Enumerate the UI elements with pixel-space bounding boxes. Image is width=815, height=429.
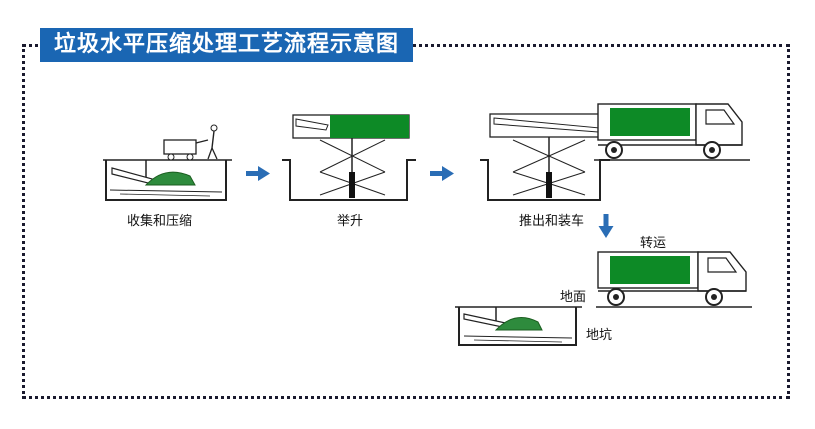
step-label-collect: 收集和压缩 — [127, 214, 193, 229]
step-label-lift: 举升 — [337, 214, 364, 229]
stage-collect-illustration — [103, 124, 232, 201]
pit-label: 地坑 — [586, 328, 613, 343]
ground-label: 地面 — [560, 290, 587, 305]
step-label-push: 推出和装车 — [519, 214, 585, 229]
pit-compressor-illustration — [455, 306, 582, 346]
stage-push-illustration — [480, 103, 750, 201]
stage-lift-illustration — [282, 114, 416, 201]
arrow-lift-to-push — [430, 166, 454, 181]
page-title: 垃圾水平压缩处理工艺流程示意图 — [40, 28, 414, 62]
arrow-collect-to-lift — [246, 166, 270, 181]
transport-truck-illustration — [596, 251, 752, 308]
step-label-transport: 转运 — [640, 236, 667, 251]
arrow-push-to-transport — [598, 214, 614, 238]
